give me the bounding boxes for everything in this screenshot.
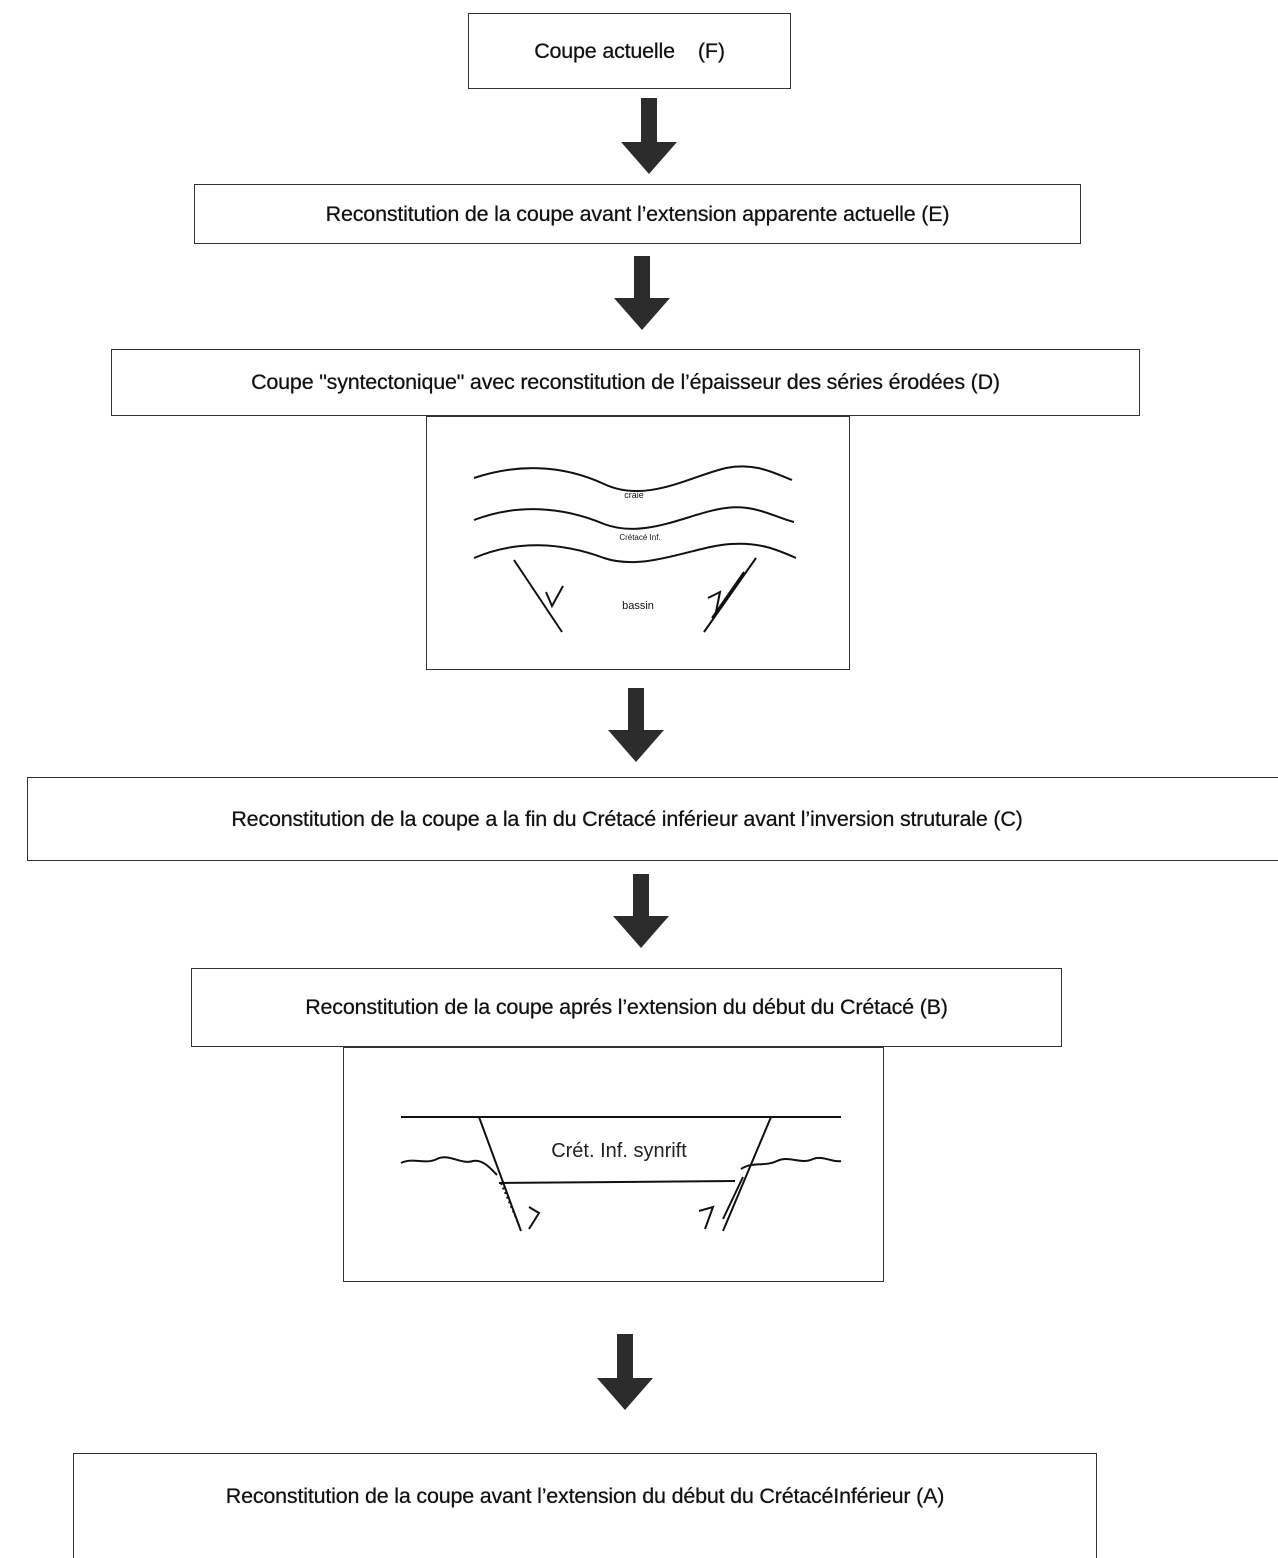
sketch-d-drawing: craie Crétacé Inf. bassin <box>473 465 797 633</box>
step-f-label: Coupe actuelle (F) <box>534 38 725 63</box>
sketch-d-horizon-2 <box>473 506 795 530</box>
arrow-down-icon <box>613 874 669 948</box>
sketch-d-fault-left <box>513 559 563 633</box>
sketch-d-horizon-3 <box>473 542 797 563</box>
sketch-b-label-synrift: Crét. Inf. synrift <box>551 1140 687 1162</box>
sketch-b-drawing: Crét. Inf. synrift <box>400 1116 842 1232</box>
arrow-down-icon <box>614 256 670 330</box>
step-e-label: Reconstitution de la coupe avant l’exten… <box>325 201 950 226</box>
sketch-d-label-craie: craie <box>624 490 644 500</box>
sketch-b-fault-left-arrow <box>528 1206 541 1230</box>
sketch-d-fault-right-a <box>703 557 757 633</box>
sketch-d-label-bassin: bassin <box>622 600 654 612</box>
sketch-b-fault-right <box>722 1116 772 1232</box>
step-b-label: Reconstitution de la coupe aprés l’exten… <box>305 995 948 1019</box>
sketch-b-basin-floor <box>498 1180 736 1184</box>
step-d-box <box>111 349 1140 416</box>
arrow-down-icon <box>621 98 677 174</box>
step-f-box <box>468 13 791 89</box>
step-d-label: Coupe "syntectonique" avec reconstitutio… <box>251 370 1000 394</box>
sketch-d-panel <box>426 416 850 670</box>
arrow-down-icon <box>597 1334 653 1410</box>
sketch-b-fault-right-b <box>722 1176 744 1220</box>
step-e-box <box>194 184 1081 244</box>
sketch-d-horizon-1 <box>473 465 793 493</box>
step-c-box <box>27 777 1278 861</box>
sketch-b-fault-left <box>478 1116 522 1232</box>
step-a-label: Reconstitution de la coupe avant l’exten… <box>225 1483 945 1508</box>
step-b-box <box>191 968 1062 1047</box>
sketch-d-fault-left-arrow <box>545 585 564 609</box>
sketch-b-fault-right-arrow <box>698 1205 715 1230</box>
sketch-b-unconformity-left <box>400 1156 498 1176</box>
step-c-label: Reconstitution de la coupe a la fin du C… <box>231 806 1023 831</box>
sketch-d-fault-right-arrow <box>707 590 722 613</box>
sketch-b-panel <box>343 1047 884 1282</box>
sketch-d-label-cretace: Crétacé Inf. <box>619 533 660 542</box>
arrow-down-icon <box>608 688 664 762</box>
sketch-b-unconformity-right <box>740 1156 842 1170</box>
step-a-box <box>73 1453 1097 1558</box>
